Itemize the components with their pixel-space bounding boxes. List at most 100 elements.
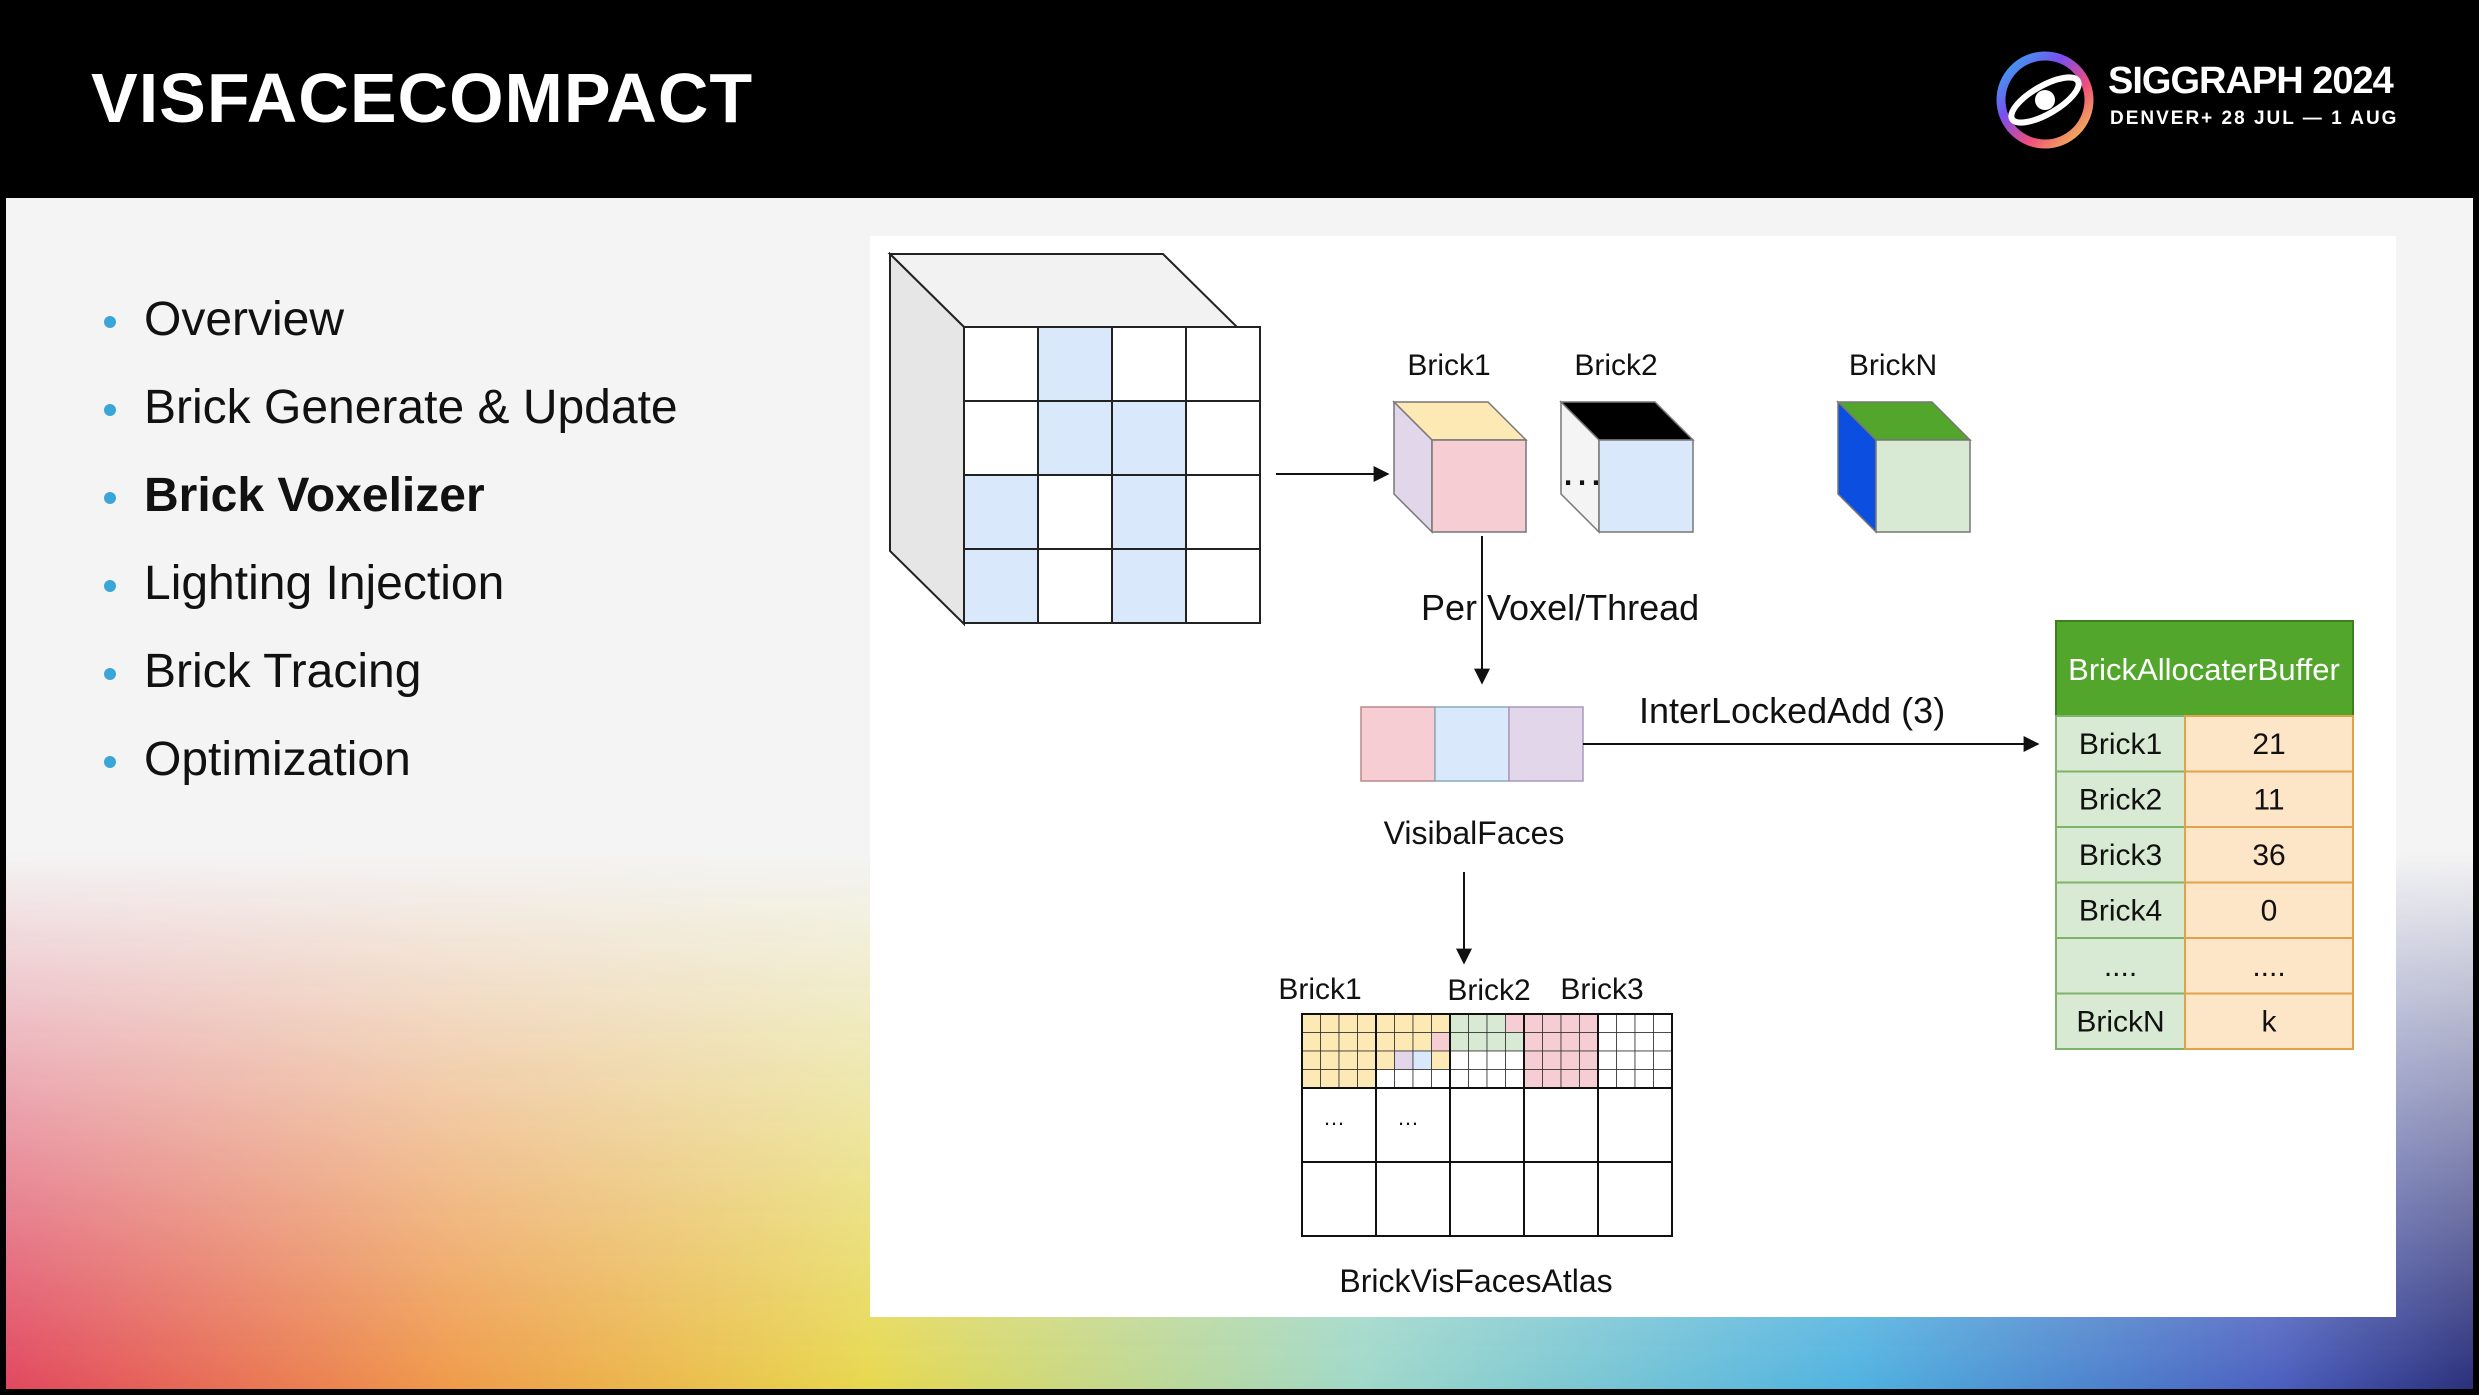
atlas-fine-cell [1616, 1032, 1636, 1052]
atlas-cell [1597, 1161, 1673, 1237]
atlas-fine-cell [1634, 1069, 1654, 1089]
buffer-row-value: 36 [2252, 839, 2285, 872]
atlas-fine-cell [1634, 1032, 1654, 1052]
atlas-fine-cell [1394, 1032, 1414, 1052]
brick-visfaces-atlas [1301, 1013, 1673, 1237]
brick-label: BrickN [1849, 349, 1937, 382]
buffer-row-name: Brick3 [2079, 839, 2162, 872]
atlas-fine-cell [1468, 1050, 1488, 1070]
atlas-cell [1597, 1087, 1673, 1163]
atlas-fine-cell [1542, 1069, 1562, 1089]
buffer-title: BrickAllocaterBuffer [2068, 652, 2340, 687]
atlas-fine-cell [1505, 1069, 1525, 1089]
atlas-fine-cell [1468, 1069, 1488, 1089]
atlas-fine-cell [1505, 1013, 1525, 1033]
voxel-cell [1185, 326, 1261, 402]
voxel-cell [1185, 474, 1261, 550]
bricks-ellipsis: … [1560, 446, 1604, 495]
atlas-fine-cell [1579, 1050, 1599, 1070]
voxel-cell [963, 548, 1039, 624]
atlas-fine-cell [1523, 1032, 1543, 1052]
atlas-fine-cell [1357, 1050, 1377, 1070]
atlas-fine-cell [1560, 1069, 1580, 1089]
atlas-fine-cell [1449, 1013, 1469, 1033]
buffer-row-value: .... [2252, 950, 2285, 983]
voxel-cell [963, 474, 1039, 550]
topic-label: Optimization [144, 733, 411, 786]
topic-overview: Overview [96, 290, 678, 378]
atlas-cell [1523, 1161, 1599, 1237]
atlas-fine-cell [1449, 1032, 1469, 1052]
atlas-fine-cell [1394, 1013, 1414, 1033]
atlas-fine-cell [1375, 1013, 1395, 1033]
atlas-fine-cell [1338, 1013, 1358, 1033]
topic-brick-generate: Brick Generate & Update [96, 378, 678, 466]
atlas-fine-cell [1468, 1032, 1488, 1052]
atlas-fine-cell [1338, 1032, 1358, 1052]
brick-label: Brick1 [1407, 349, 1490, 382]
voxel-cell [963, 326, 1039, 402]
atlas-fine-cell [1338, 1050, 1358, 1070]
atlas-fine-cell [1653, 1069, 1673, 1089]
brick-cube: Brick2 [1559, 349, 1695, 534]
atlas-fine-cell [1320, 1032, 1340, 1052]
topic-lighting-injection: Lighting Injection [96, 554, 678, 642]
brick-cube: BrickN [1836, 349, 1972, 534]
atlas-fine-cell [1449, 1069, 1469, 1089]
atlas-cell [1449, 1087, 1525, 1163]
buffer-row-name: Brick1 [2079, 728, 2162, 761]
voxel-cell [1037, 474, 1113, 550]
buffer-row-value: k [2262, 1006, 2278, 1039]
atlas-fine-cell [1523, 1013, 1543, 1033]
interlocked-label: InterLockedAdd (3) [1639, 690, 1945, 731]
atlas-fine-cell [1597, 1050, 1617, 1070]
voxel-cell [1037, 548, 1113, 624]
atlas-cell [1449, 1161, 1525, 1237]
atlas-cell-ellipsis: … [1323, 1105, 1345, 1130]
bullet-icon [104, 580, 116, 592]
atlas-fine-cell [1449, 1050, 1469, 1070]
logo-tagline: DENVER+ 28 JUL — 1 AUG [2110, 108, 2399, 129]
atlas-label-brick1: Brick1 [1278, 973, 1361, 1006]
buffer-row-name: Brick2 [2079, 784, 2162, 817]
topic-brick-voxelizer: Brick Voxelizer [96, 466, 678, 554]
atlas-fine-cell [1616, 1069, 1636, 1089]
atlas-fine-cell [1412, 1013, 1432, 1033]
logo-name: SIGGRAPH 2024 [2108, 60, 2394, 102]
atlas-fine-cell [1375, 1050, 1395, 1070]
slide-body: Overview Brick Generate & Update Brick V… [6, 198, 2473, 1389]
atlas-fine-cell [1579, 1013, 1599, 1033]
buffer-row: Brick1 21 [2055, 715, 2354, 773]
atlas-label-brick3: Brick3 [1560, 973, 1643, 1006]
atlas-fine-cell [1486, 1013, 1506, 1033]
buffer-row-name: Brick4 [2079, 895, 2162, 928]
visible-faces-strip [1360, 706, 1584, 782]
bullet-icon [104, 668, 116, 680]
atlas-fine-cell [1579, 1069, 1599, 1089]
topic-brick-tracing: Brick Tracing [96, 642, 678, 730]
atlas-fine-cell [1431, 1069, 1451, 1089]
buffer-row-name: .... [2104, 950, 2137, 983]
atlas-fine-cell [1357, 1069, 1377, 1089]
atlas-fine-cell [1357, 1032, 1377, 1052]
atlas-cell-ellipsis: … [1397, 1105, 1419, 1130]
topic-label: Brick Generate & Update [144, 381, 678, 434]
bullet-icon [104, 404, 116, 416]
atlas-fine-cell [1634, 1013, 1654, 1033]
atlas-fine-cell [1634, 1050, 1654, 1070]
per-voxel-label: Per Voxel/Thread [1421, 587, 1699, 628]
buffer-row-value: 21 [2252, 728, 2285, 761]
atlas-fine-cell [1301, 1050, 1321, 1070]
topic-label: Lighting Injection [144, 557, 505, 610]
topic-label: Brick Voxelizer [144, 469, 485, 522]
bullet-icon [104, 316, 116, 328]
atlas-fine-cell [1375, 1069, 1395, 1089]
atlas-fine-cell [1394, 1050, 1414, 1070]
atlas-label-brick2: Brick2 [1447, 974, 1530, 1007]
topic-label: Brick Tracing [144, 645, 422, 698]
atlas-fine-cell [1431, 1050, 1451, 1070]
atlas-fine-cell [1431, 1013, 1451, 1033]
atlas-fine-cell [1486, 1032, 1506, 1052]
atlas-fine-cell [1523, 1050, 1543, 1070]
